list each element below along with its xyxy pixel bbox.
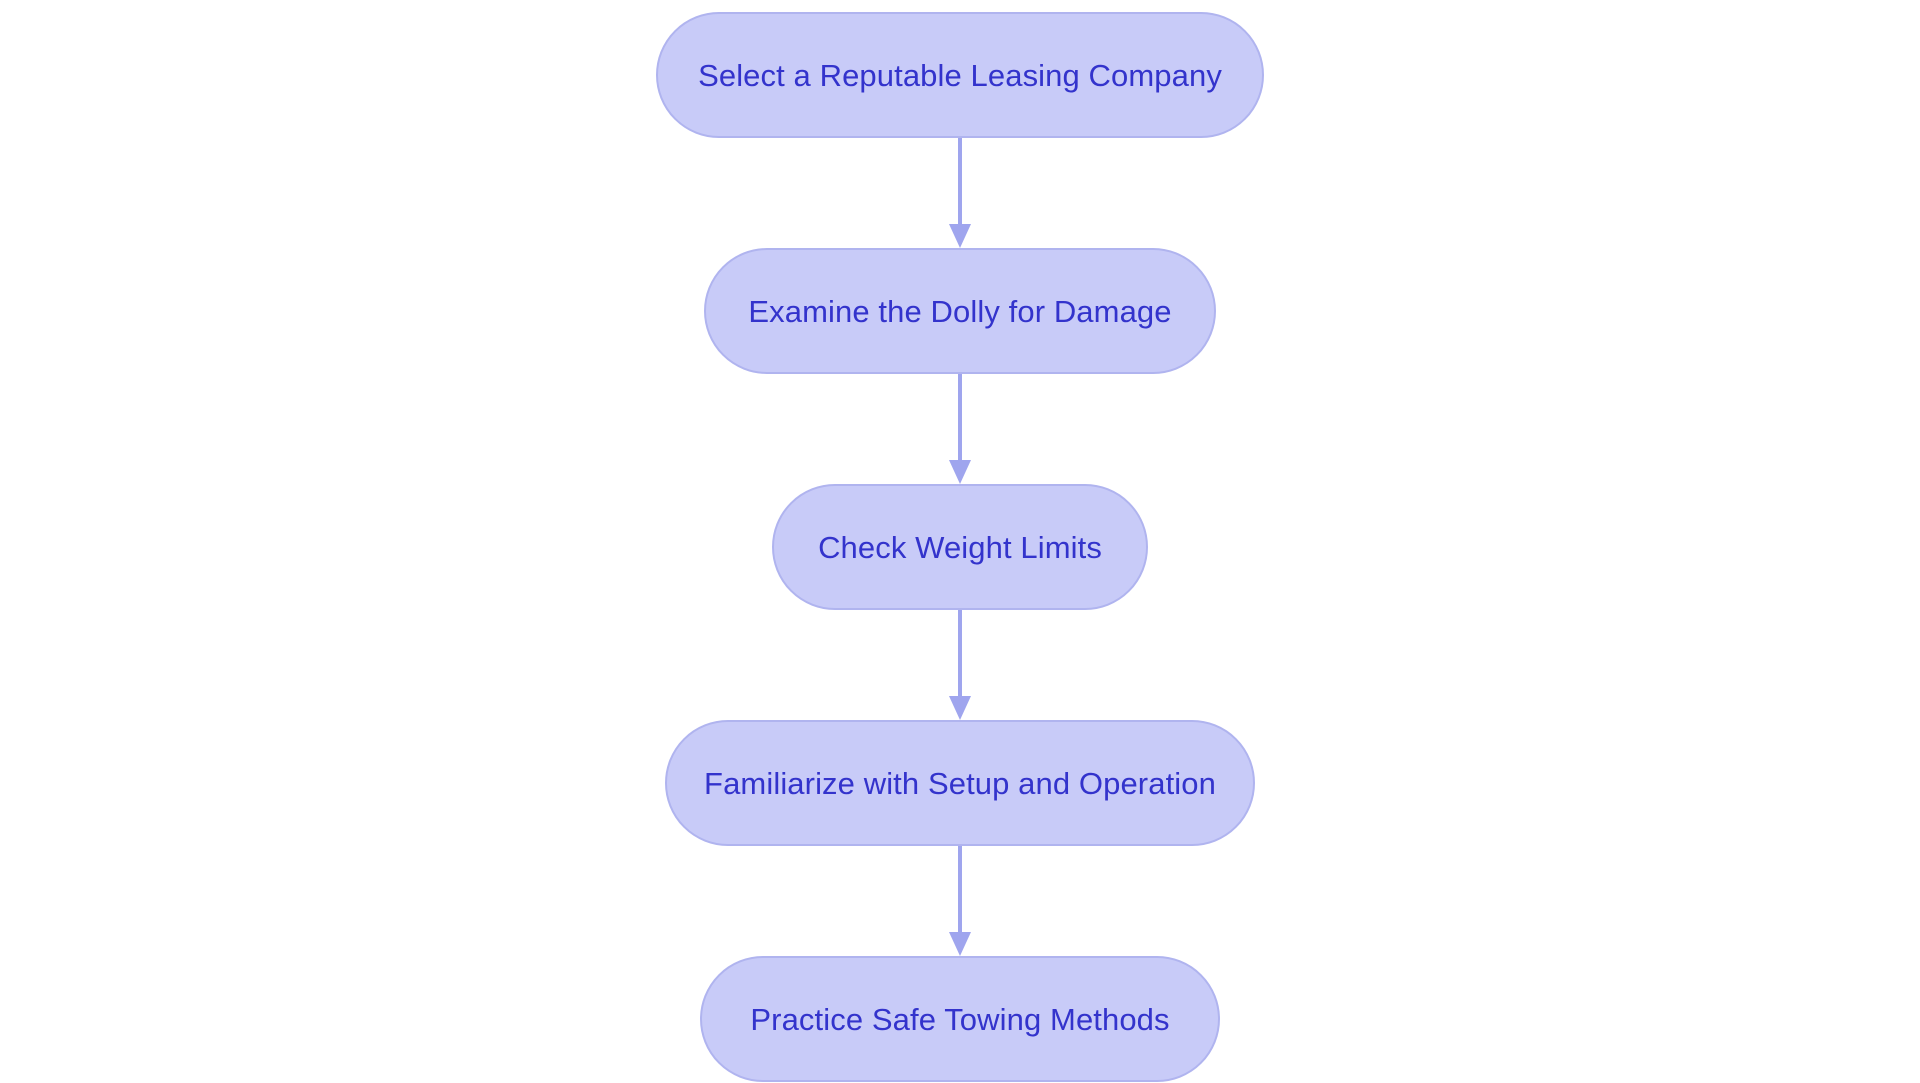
flowchart-node-3-label: Check Weight Limits	[818, 529, 1102, 565]
flowchart-node-3[interactable]: Check Weight Limits	[772, 484, 1148, 610]
flowchart-connector-1	[940, 138, 980, 248]
flowchart-node-4[interactable]: Familiarize with Setup and Operation	[665, 720, 1255, 846]
arrow-down-icon	[949, 610, 971, 720]
flowchart-node-2[interactable]: Examine the Dolly for Damage	[704, 248, 1216, 374]
flowchart-node-5-label: Practice Safe Towing Methods	[750, 1001, 1170, 1037]
flowchart-node-5[interactable]: Practice Safe Towing Methods	[700, 956, 1220, 1082]
flowchart-connector-2	[940, 374, 980, 484]
arrow-down-icon	[949, 138, 971, 248]
flowchart-node-4-label: Familiarize with Setup and Operation	[704, 765, 1216, 801]
flowchart-connector-3	[940, 610, 980, 720]
arrow-down-icon	[949, 846, 971, 956]
flowchart-node-2-label: Examine the Dolly for Damage	[748, 293, 1172, 329]
flowchart-connector-4	[940, 846, 980, 956]
flowchart-node-1-label: Select a Reputable Leasing Company	[698, 57, 1222, 93]
flowchart-node-1[interactable]: Select a Reputable Leasing Company	[656, 12, 1264, 138]
arrow-down-icon	[949, 374, 971, 484]
